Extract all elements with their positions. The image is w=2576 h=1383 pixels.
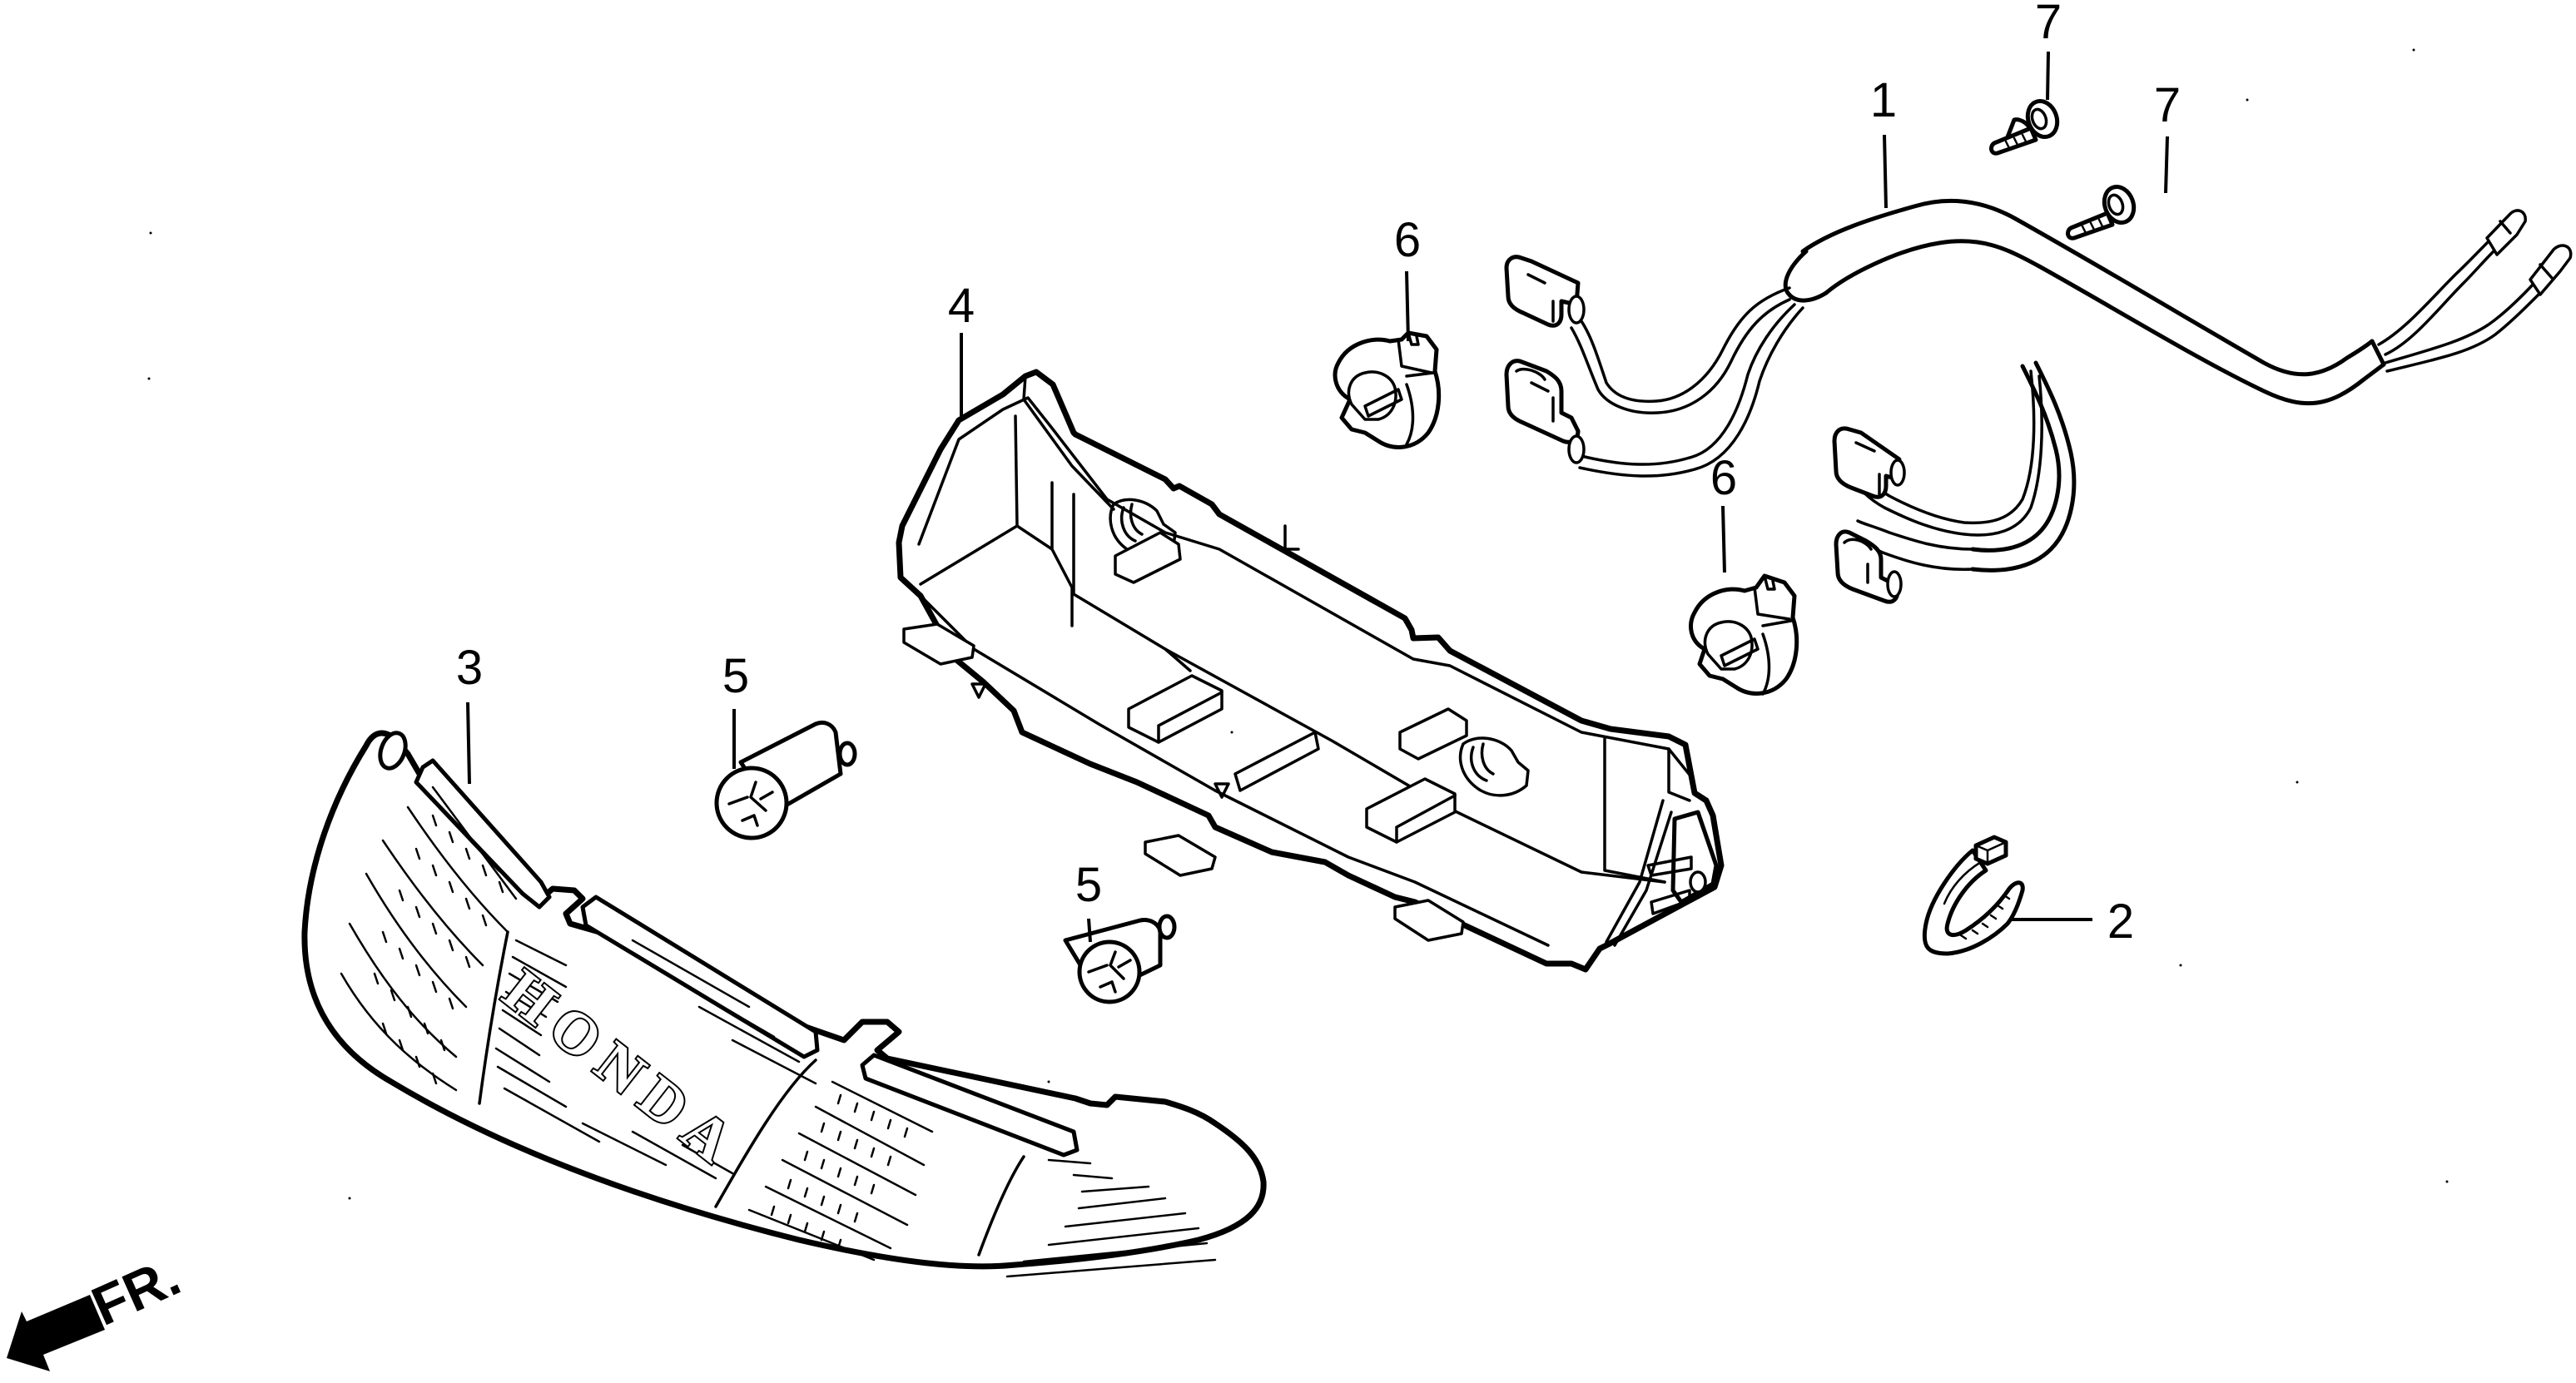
- callout-part-7-a[interactable]: 7: [2035, 0, 2062, 101]
- callout-label: 5: [1075, 858, 1102, 912]
- callout-label: 6: [1710, 451, 1737, 505]
- part-7-screw-b[interactable]: [2066, 183, 2139, 240]
- callout-label: 2: [2107, 895, 2134, 949]
- harness-trunk-lower-edge: [1824, 239, 2386, 406]
- clamp-lock-head: [1973, 835, 2008, 866]
- harness-connector-upper-a: [1504, 255, 1586, 328]
- callout-part-3[interactable]: 3: [456, 641, 483, 785]
- bulb-glass: [714, 766, 789, 840]
- callout-part-6-b[interactable]: 6: [1710, 451, 1737, 573]
- lens-segment-divider: [977, 1155, 1025, 1257]
- scan-noise: [147, 48, 2449, 1200]
- harness-wire-to-lower-connector-a2: [1853, 374, 2043, 537]
- part-7-screw-a[interactable]: [1989, 97, 2062, 156]
- callout-part-5-a[interactable]: 5: [722, 649, 749, 769]
- harness-trunk-upper-edge: [1800, 198, 2375, 377]
- part-1-wire-harness[interactable]: [1504, 198, 2573, 604]
- harness-connector-lower-b: [1834, 529, 1903, 604]
- harness-branch-joint: [1783, 249, 1829, 303]
- callout-label: 7: [2154, 78, 2181, 132]
- harness-tail-wire-2b: [2385, 291, 2542, 373]
- harness-lower-loop-outer-2: [1970, 360, 2077, 573]
- lens-top-rib: [414, 758, 552, 910]
- leader-line: [2164, 136, 2169, 194]
- part-5-bulb-b[interactable]: [1063, 914, 1177, 1004]
- harness-tail-wire-1b: [2384, 250, 2495, 356]
- bulb-contact: [837, 741, 857, 767]
- lens-segment-divider: [714, 1058, 817, 1208]
- harness-connector-lower-a: [1832, 426, 1906, 499]
- lens-top-rib: [860, 1053, 1080, 1157]
- callout-label: 1: [1870, 73, 1897, 127]
- bulb-filament: [1087, 950, 1132, 994]
- harness-tail-wire-2: [2384, 281, 2536, 364]
- lens-corner-pin: [378, 731, 408, 771]
- harness-tail-wire-1: [2377, 240, 2490, 346]
- housing-clip: [1365, 777, 1457, 844]
- callout-label: 6: [1394, 213, 1421, 267]
- housing-top-tab: [1114, 531, 1182, 584]
- harness-wire-to-upper-connector-b2: [1578, 306, 1804, 478]
- housing-clip: [1127, 674, 1223, 744]
- lens-right-hatching: [1005, 1158, 1217, 1278]
- housing-socket-hole-right: [1458, 736, 1530, 797]
- callout-part-2[interactable]: 2: [2009, 895, 2134, 949]
- part-4-light-housing[interactable]: [896, 369, 1725, 973]
- callout-label: 5: [722, 649, 749, 703]
- harness-wire-to-upper-connector-b: [1580, 303, 1796, 466]
- harness-connector-upper-b: [1504, 359, 1586, 464]
- harness-wire-to-lower-connector-b: [1856, 519, 1974, 551]
- leader-line: [1087, 918, 1092, 943]
- housing-foot: [1393, 899, 1465, 942]
- clamp-band: [1922, 848, 2025, 956]
- housing-rim-inner: [917, 396, 1695, 781]
- part-3-lens[interactable]: HONDA: [301, 730, 1267, 1278]
- leader-line: [466, 701, 471, 785]
- mount-hole: [1689, 870, 1707, 894]
- housing-top-tab: [1398, 707, 1468, 761]
- bullet-terminal-2: [2529, 244, 2573, 296]
- leader-line: [2046, 51, 2050, 101]
- callout-part-6-a[interactable]: 6: [1394, 213, 1421, 342]
- bullet-terminal-1: [2485, 209, 2527, 256]
- part-2-wire-band-clamp[interactable]: [1922, 835, 2025, 956]
- callout-part-4[interactable]: 4: [948, 279, 975, 416]
- housing-outline: [896, 369, 1725, 973]
- callout-label: 3: [456, 641, 483, 695]
- screw-thread: [1989, 126, 2038, 156]
- screw-thread: [2066, 211, 2115, 240]
- callout-part-5-b[interactable]: 5: [1075, 858, 1102, 943]
- arrow-left-down-icon: [7, 1295, 105, 1371]
- lens-left-hatching: [340, 786, 518, 1092]
- callout-label: 7: [2035, 0, 2062, 49]
- lens-right-middle-hatching: [747, 1080, 934, 1262]
- part-6-bulb-socket-a[interactable]: [1333, 330, 1442, 449]
- housing-foot: [1144, 834, 1217, 877]
- harness-wire-to-upper-connector-a2: [1570, 298, 1791, 414]
- part-5-bulb-a[interactable]: [714, 720, 857, 840]
- lens-middle-hatching: [494, 939, 817, 1180]
- leader-line: [1405, 270, 1410, 342]
- callout-part-7-b[interactable]: 7: [2154, 78, 2181, 194]
- leader-line: [1721, 505, 1726, 573]
- housing-rib: [1233, 731, 1320, 792]
- callout-part-1[interactable]: 1: [1870, 73, 1897, 209]
- bulb-contact: [1157, 914, 1177, 940]
- harness-wire-to-upper-connector-a: [1580, 286, 1791, 404]
- callout-label: 4: [948, 279, 975, 333]
- front-direction-indicator: FR.: [7, 1245, 189, 1371]
- leader-line: [1883, 134, 1888, 209]
- housing-foot: [902, 622, 975, 666]
- bulb-filament: [727, 781, 774, 827]
- part-6-bulb-socket-b[interactable]: [1689, 573, 1799, 696]
- lens-segment-divider: [478, 930, 509, 1105]
- lens-top-rib: [580, 895, 820, 1059]
- harness-sleeve-end: [2370, 339, 2386, 367]
- bulb-glass: [1077, 939, 1142, 1004]
